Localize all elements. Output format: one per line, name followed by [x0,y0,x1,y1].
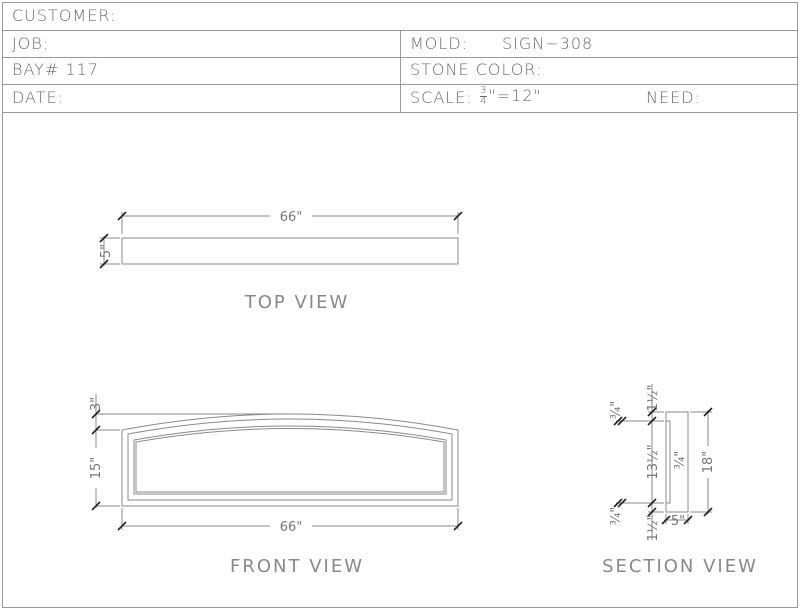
section-bottom-lip-text: 1½" [646,515,661,542]
section-height-tick-top [703,407,713,417]
front-width-tick-right [453,521,463,531]
section-recess-bottom-text: ¾" [609,507,624,526]
top-width-tick-left [117,211,127,221]
section-panel-depth-text: ¾" [673,451,688,470]
section-chain-tick-3 [647,498,657,508]
section-depth-tick-right [683,515,693,525]
section-recess-top-tick-a [613,416,623,426]
section-recess-bottom-tick-b [617,498,627,508]
job-field: JOB: [12,34,50,53]
front-width-dim-text: 66" [280,520,303,535]
top-view: 66" 5" TOP VIEW [99,210,463,313]
section-depth-dim-text: 5" [671,514,685,529]
section-chain-tick-4 [647,507,657,517]
section-recess-top-text: ¾" [609,401,624,420]
front-border-outline [127,418,453,501]
top-height-dim-text: 5" [99,244,114,258]
section-view: 18" 5" 1½" 13½" 1½" ¾" ¾" ¾" SECTION VIE… [602,384,758,577]
front-width-tick-left [117,521,127,531]
top-height-tick-top [99,233,109,243]
front-arch-tick-top [91,409,101,419]
section-chain-tick-2 [647,416,657,426]
section-recess-bottom-tick-a [613,498,623,508]
front-outer-outline [121,413,459,507]
front-panel-inner [135,428,445,493]
bay-field: BAY# 117 [12,60,99,79]
top-width-dim-text: 66" [280,210,303,225]
mold-value: SIGN−308 [502,34,594,53]
front-view: 3" 15" 66" FRONT VIEW [89,394,463,577]
section-view-label: SECTION VIEW [602,556,758,577]
title-row-divider-4 [2,112,798,113]
front-arch-dim-text: 3" [89,397,104,411]
section-height-tick-bottom [703,507,713,517]
front-height-tick-bottom [91,501,101,511]
scale-ratio: "=12" [488,86,542,105]
stone-color-field: STONE COLOR: [410,60,543,79]
section-top-lip-text: 1½" [646,385,661,412]
customer-field: CUSTOMER: [12,6,117,25]
mold-label: MOLD: [410,34,469,53]
need-field: NEED: [646,88,701,107]
title-col-divider [400,30,401,112]
scale-label: SCALE: [410,88,473,107]
scale-denominator: 4 [480,96,488,107]
scale-fraction: 3 4 [480,85,488,107]
scale-numerator: 3 [480,85,488,97]
front-panel-outline [133,425,447,495]
front-view-label: FRONT VIEW [230,556,364,577]
date-field: DATE: [12,88,65,107]
top-view-outline [121,237,459,265]
front-arch-tick-bottom [91,425,101,435]
top-width-tick-right [453,211,463,221]
section-chain-tick-1 [647,407,657,417]
section-height-dim-text: 18" [701,451,716,474]
scale-value: 3 4 "=12" [480,86,542,107]
section-recess-top-tick-b [617,416,627,426]
front-height-dim-text: 15" [89,457,104,480]
top-view-label: TOP VIEW [244,292,350,313]
section-depth-tick-left [661,515,671,525]
top-height-tick-bottom [99,259,109,269]
section-panel-height-text: 13½" [646,444,661,479]
